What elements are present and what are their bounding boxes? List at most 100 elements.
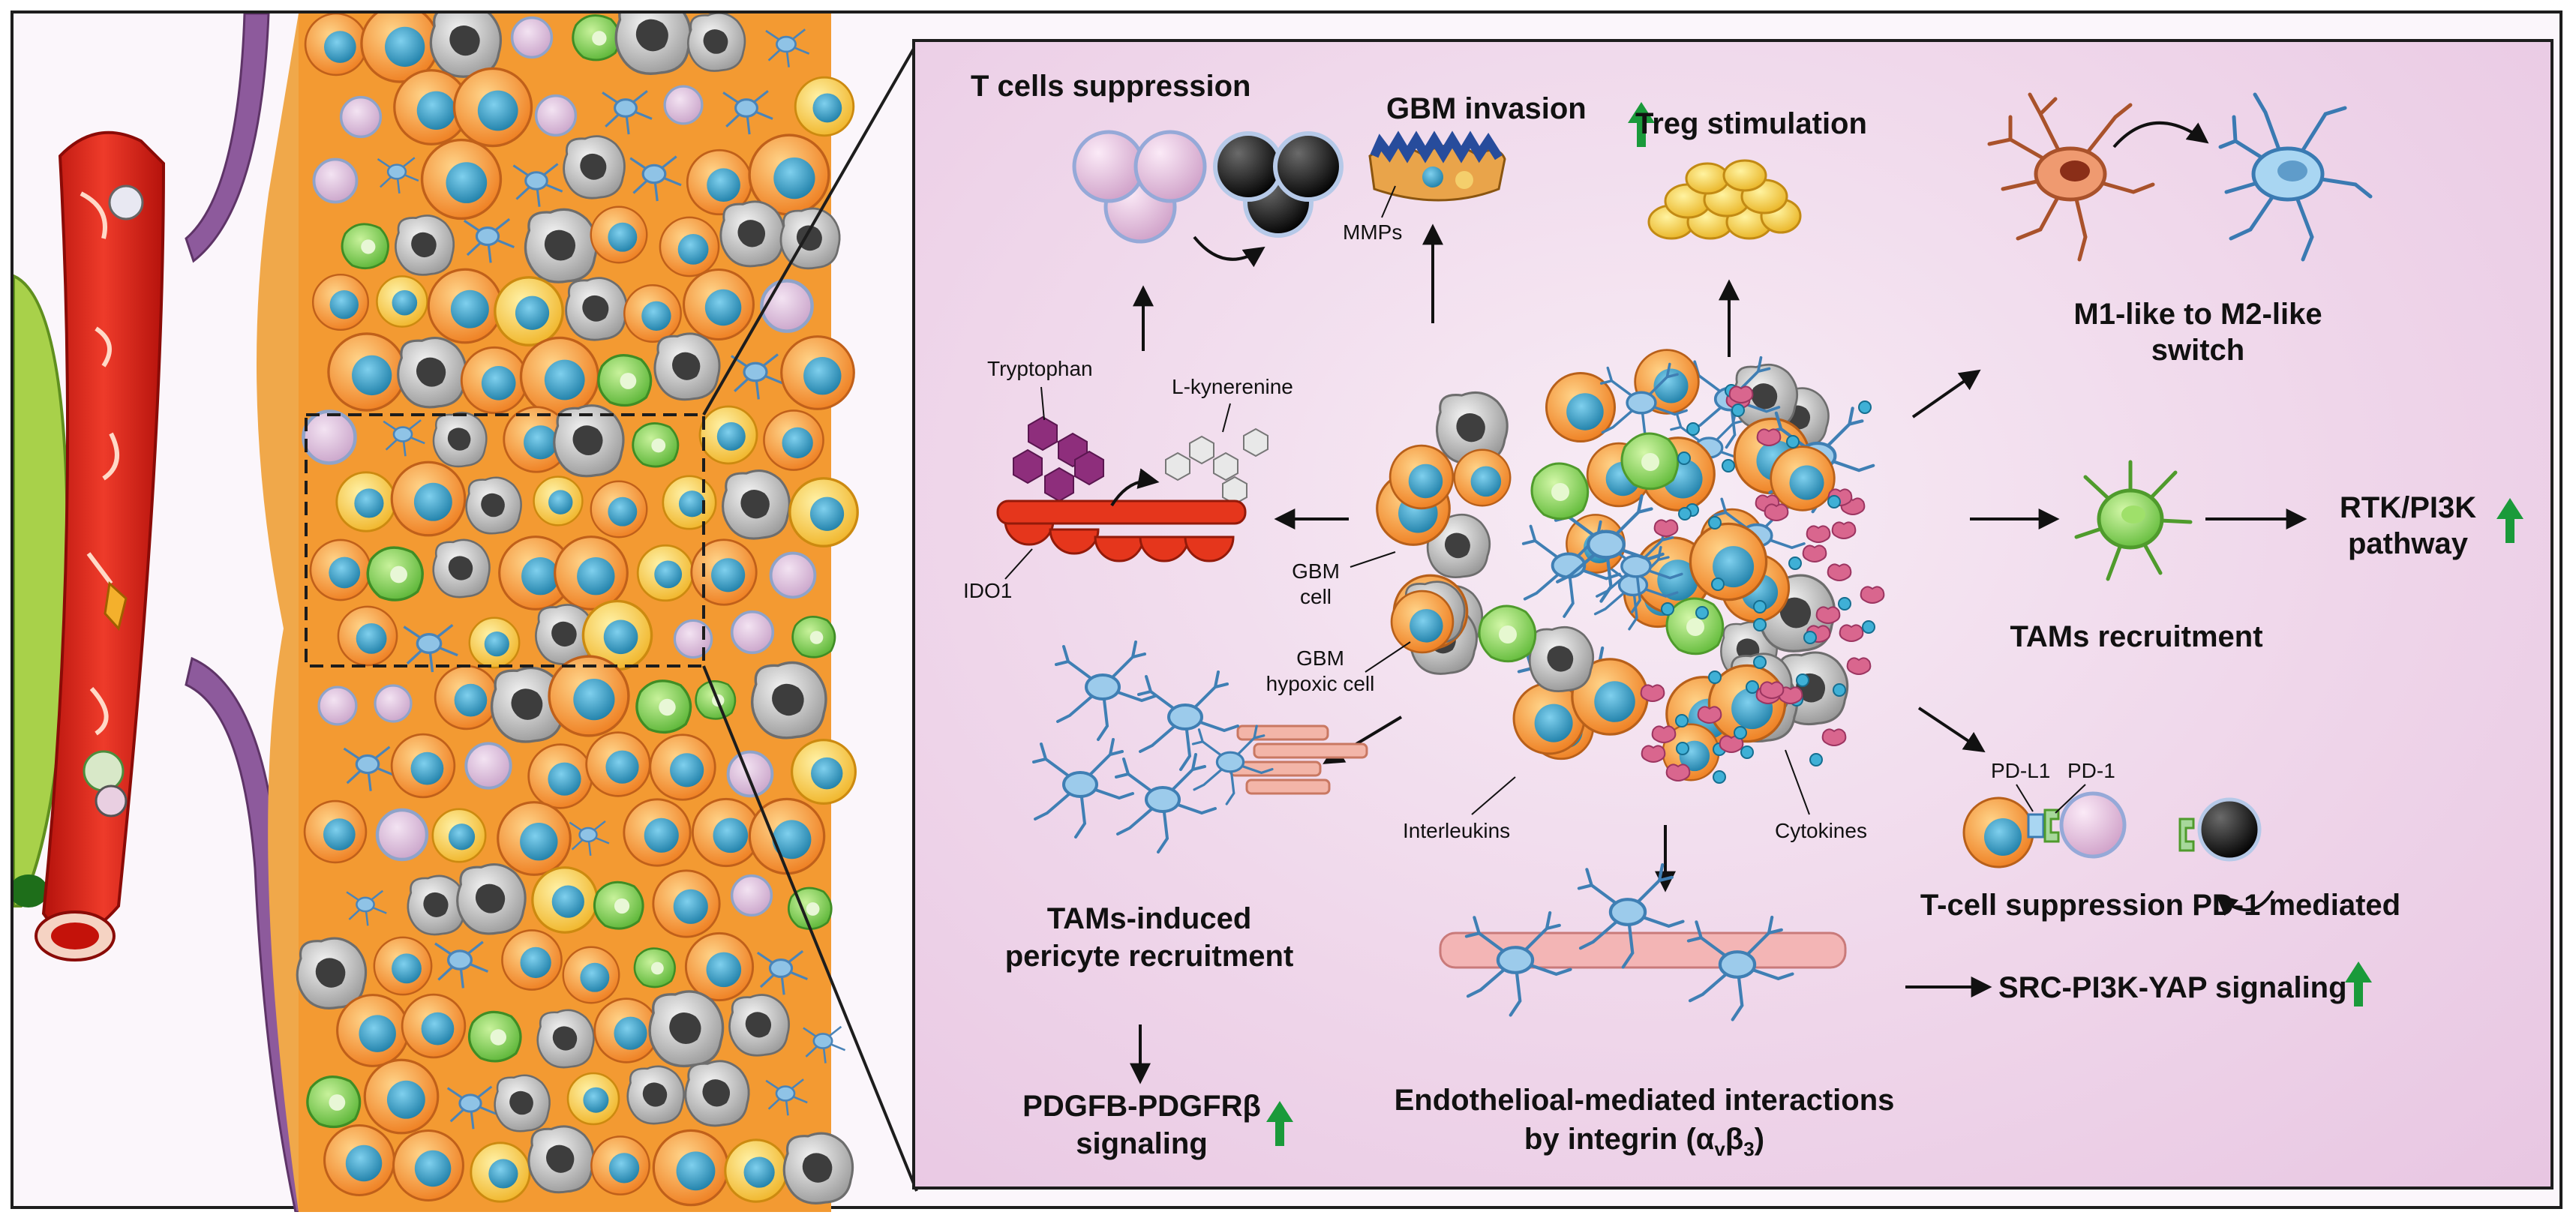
curved-arrow-icon xyxy=(1193,236,1265,268)
signal-molecule xyxy=(1695,606,1709,620)
signal-molecule xyxy=(1651,725,1677,743)
label-gbm-hypoxic-line1: GBM xyxy=(1296,646,1344,670)
signal-molecule xyxy=(1675,714,1689,728)
arrow-to-pd1 xyxy=(1917,706,1986,753)
label-cytokines: Cytokines xyxy=(1775,819,1867,842)
signal-molecule xyxy=(1678,507,1692,520)
signal-molecule xyxy=(1802,544,1827,562)
treg-cells-icon xyxy=(1647,159,1802,240)
tissue-illustration xyxy=(14,14,859,1212)
zoom-box xyxy=(305,413,705,668)
tumor-cell xyxy=(1528,626,1595,692)
signal-molecule xyxy=(1708,516,1722,530)
label-mmps: MMPs xyxy=(1343,220,1403,244)
signal-molecule xyxy=(1728,386,1754,404)
tumor-cell xyxy=(1689,522,1768,602)
signal-molecule xyxy=(1753,656,1767,669)
tumor-tam-cell xyxy=(1478,604,1537,663)
pd1-interaction-icon xyxy=(1962,784,2262,868)
signal-molecule xyxy=(1786,435,1800,448)
tumor-tam-cell xyxy=(1530,462,1590,520)
signal-molecule xyxy=(1764,503,1789,521)
signal-molecule xyxy=(1756,428,1782,446)
signal-molecule xyxy=(1838,597,1851,610)
label-gbm-cell-line1: GBM xyxy=(1292,560,1340,583)
label-tams-recruitment: TAMs recruitment xyxy=(2010,620,2263,653)
signal-molecule xyxy=(1686,422,1700,436)
label-l-kynerenine: L-kynerenine xyxy=(1172,375,1293,398)
label-t-cell-suppression-pd1: T-cell suppression PD-1 mediated xyxy=(1920,889,2401,922)
signal-molecule xyxy=(1713,770,1726,784)
signal-molecule xyxy=(1806,525,1831,543)
pericyte-icon xyxy=(1032,640,1368,854)
label-t-cells-suppression: T cells suppression xyxy=(971,70,1251,103)
endothelial-vessel-icon xyxy=(1439,865,1847,1020)
signal-molecule xyxy=(1858,400,1872,414)
tumor-cell xyxy=(1453,448,1512,507)
signal-molecule xyxy=(1641,745,1666,763)
upregulation-arrow-icon xyxy=(1266,102,2523,1146)
tumor-mass xyxy=(1376,349,1885,784)
signal-molecule xyxy=(1731,404,1745,417)
label-m1-m2-switch-line2: switch xyxy=(2151,334,2245,367)
label-gbm-invasion: GBM invasion xyxy=(1386,92,1587,125)
signal-molecule xyxy=(1708,670,1722,684)
signal-molecule xyxy=(1827,495,1841,508)
m1-macrophage-icon xyxy=(1987,92,2155,262)
mechanism-panel: T cells suppression GBM invasion MMPs Tr… xyxy=(912,39,2553,1190)
signal-molecule xyxy=(1788,556,1802,570)
signal-molecule xyxy=(1821,728,1847,746)
label-pdgfb-line2: signaling xyxy=(1076,1127,1208,1160)
signal-molecule xyxy=(1676,742,1689,755)
signal-molecule xyxy=(1833,683,1846,697)
signal-molecule xyxy=(1722,459,1735,472)
label-tams-pericyte-line2: pericyte recruitment xyxy=(1004,940,1294,973)
label-endothelial-line1: Endothelioal-mediated interactions xyxy=(1394,1084,1895,1117)
signal-molecule xyxy=(1746,680,1759,694)
label-treg-stimulation: Treg stimulation xyxy=(1635,107,1867,140)
signal-molecule xyxy=(1827,563,1852,581)
label-rtk-pathway-line2: pathway xyxy=(2347,527,2469,560)
ido1-enzyme-icons xyxy=(996,386,1268,580)
label-endothelial-line2: by integrin (αvβ3) xyxy=(1524,1123,1765,1160)
tumor-tam-cell xyxy=(1620,432,1680,490)
label-pd-l1: PD-L1 xyxy=(1991,759,2051,782)
tumor-cell xyxy=(1770,446,1836,512)
label-ido1: IDO1 xyxy=(963,579,1013,602)
tumor-tam-cell xyxy=(1665,597,1725,656)
signal-molecule xyxy=(1734,726,1747,740)
label-tryptophan: Tryptophan xyxy=(987,357,1093,380)
mechanism-illustration xyxy=(996,92,2523,1146)
signal-molecule xyxy=(1759,681,1785,699)
signal-molecule xyxy=(1809,753,1823,766)
curved-arrow-icon xyxy=(2112,121,2209,148)
label-pdgfb-line1: PDGFB-PDGFRβ xyxy=(1022,1090,1261,1123)
arrow-to-m1m2 xyxy=(1911,369,1981,418)
signal-molecule xyxy=(1661,602,1674,616)
signal-molecule xyxy=(1677,452,1691,465)
signal-molecule xyxy=(1640,684,1665,702)
label-m1-m2-switch-line1: M1-like to M2-like xyxy=(2073,298,2322,331)
signal-molecule xyxy=(1831,521,1857,539)
label-rtk-pathway-line1: RTK/PI3K xyxy=(2339,491,2477,524)
signal-molecule xyxy=(1740,746,1754,759)
label-gbm-hypoxic-line2: hypoxic cell xyxy=(1265,672,1375,695)
label-gbm-cell-line2: cell xyxy=(1299,585,1332,608)
zoom-connector-lines xyxy=(702,43,918,1192)
t-cells-icons xyxy=(1072,130,1344,244)
label-pd-1: PD-1 xyxy=(2067,759,2115,782)
signal-molecule xyxy=(1846,657,1872,675)
label-src-signaling: SRC-PI3K-YAP signaling xyxy=(1998,971,2347,1004)
signal-molecule xyxy=(1815,606,1841,624)
signal-molecule xyxy=(1653,519,1679,537)
signal-molecule xyxy=(1862,620,1875,634)
signal-molecule xyxy=(1839,624,1864,642)
curved-arrow-icon xyxy=(2215,890,2274,916)
m2-macrophage-icon xyxy=(2218,92,2373,262)
tam-cell-icon xyxy=(2074,460,2193,581)
label-interleukins: Interleukins xyxy=(1403,819,1511,842)
gbm-invasion-icon xyxy=(1368,130,1506,218)
tumor-cell xyxy=(1389,444,1455,510)
signal-molecule xyxy=(1860,586,1885,604)
signal-molecule xyxy=(1665,764,1691,782)
